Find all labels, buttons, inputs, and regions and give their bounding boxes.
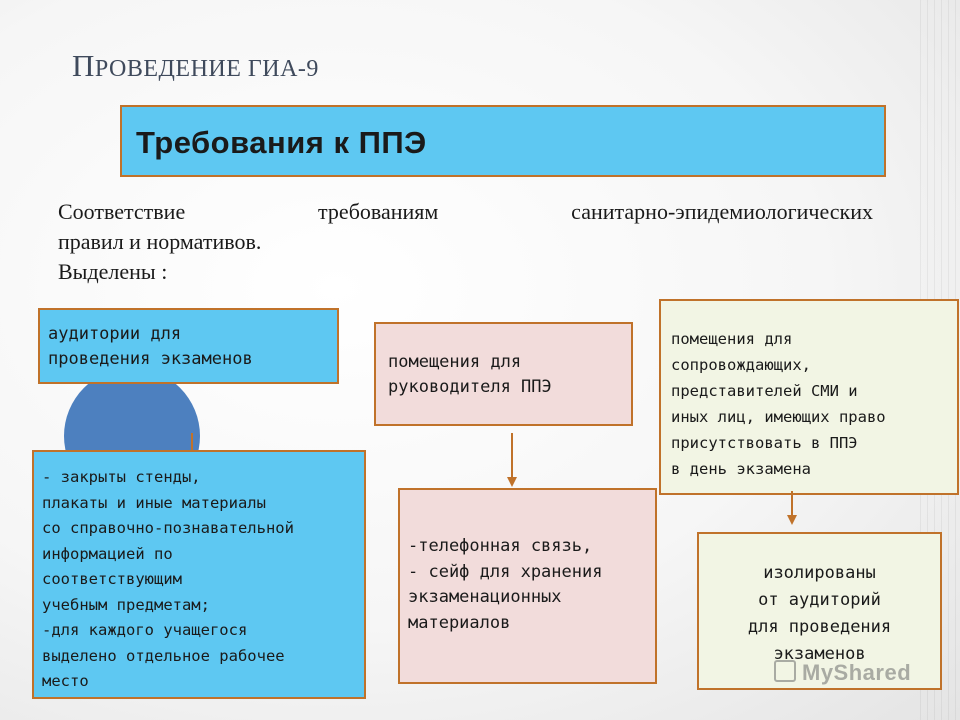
intro-word-3: санитарно-эпидемиологических xyxy=(571,199,873,224)
auditoriums-details-text: - закрыты стенды, плакаты и иные материа… xyxy=(42,468,294,690)
arrow-right-line xyxy=(791,491,793,517)
heading-rest: РОВЕДЕНИЕ ГИА-9 xyxy=(94,56,319,82)
auditoriums-box: аудитории для проведения экзаменов xyxy=(38,308,339,384)
escort-rooms-text: помещения для сопровождающих, представит… xyxy=(671,330,886,478)
arrow-right-head xyxy=(787,515,797,525)
watermark-text: MyShared xyxy=(802,660,912,685)
head-rooms-text: помещения для руководителя ППЭ xyxy=(388,352,552,397)
escort-rooms-details-box: изолированы от аудиторий для проведения … xyxy=(697,532,942,690)
escort-rooms-details-text: изолированы от аудиторий для проведения … xyxy=(747,563,892,664)
head-rooms-box: помещения для руководителя ППЭ xyxy=(374,322,633,426)
intro-word-2: требованиям xyxy=(318,199,439,224)
intro-word-1: Соответствие xyxy=(58,199,186,224)
heading-first-letter: П xyxy=(72,48,95,83)
requirements-title-box: Требования к ППЭ xyxy=(120,105,886,177)
intro-line-1: Соответствие требованиям санитарно-эпиде… xyxy=(58,197,873,227)
escort-rooms-box: помещения для сопровождающих, представит… xyxy=(659,299,959,495)
arrow-middle-head xyxy=(507,477,517,487)
intro-text: Соответствие требованиям санитарно-эпиде… xyxy=(58,197,873,287)
auditoriums-details-box: - закрыты стенды, плакаты и иные материа… xyxy=(32,450,366,699)
watermark: MyShared xyxy=(774,660,911,686)
watermark-icon xyxy=(774,660,796,682)
intro-line-2: правил и нормативов. xyxy=(58,229,262,254)
intro-line-3: Выделены : xyxy=(58,259,168,284)
head-rooms-details-text: -телефонная связь, - сейф для хранения э… xyxy=(408,536,603,633)
slide-heading: ПРОВЕДЕНИЕ ГИА-9 xyxy=(72,48,319,84)
requirements-title: Требования к ППЭ xyxy=(136,125,427,160)
arrow-middle-line xyxy=(511,433,513,479)
auditoriums-text: аудитории для проведения экзаменов xyxy=(48,324,253,369)
head-rooms-details-box: -телефонная связь, - сейф для хранения э… xyxy=(398,488,657,684)
